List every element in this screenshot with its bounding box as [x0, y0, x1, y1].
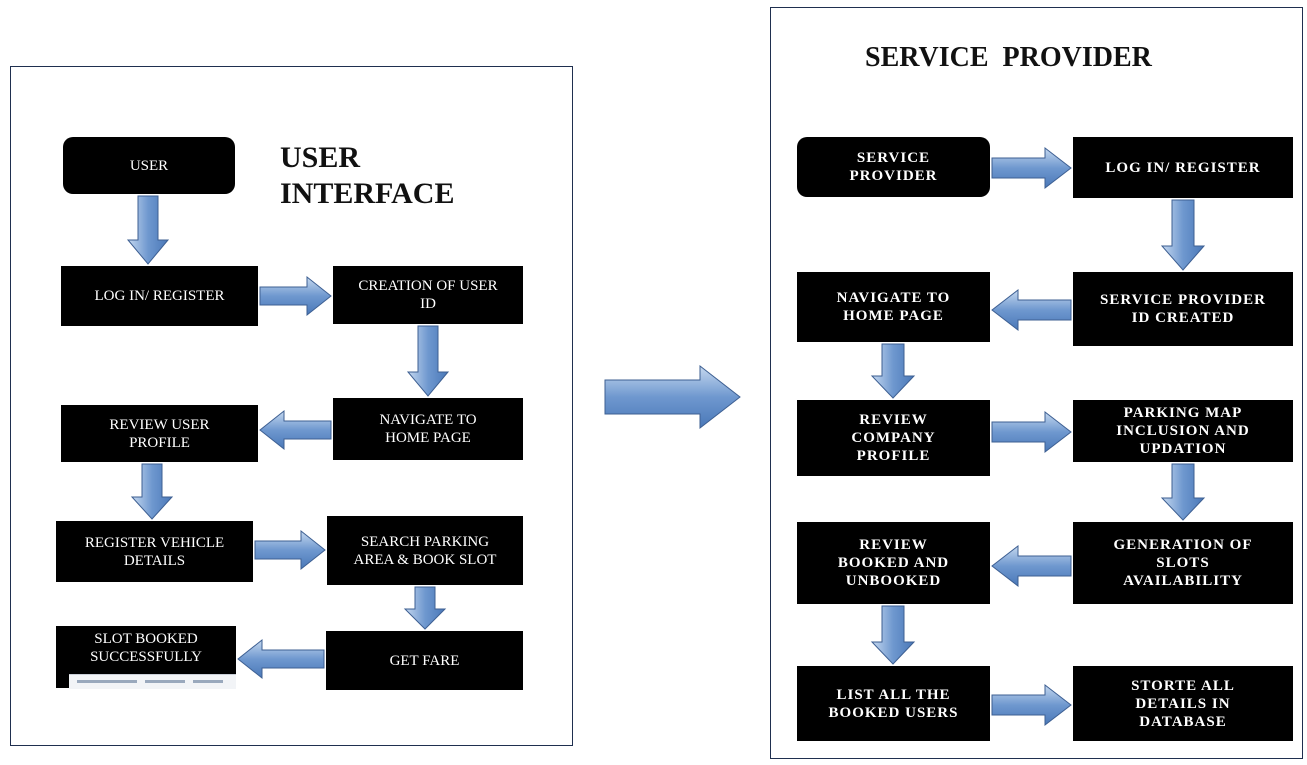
review-company-profile-box: REVIEW COMPANY PROFILE: [797, 400, 990, 476]
review-user-profile-box: REVIEW USER PROFILE: [61, 405, 258, 462]
user-interface-title: USER INTERFACE: [280, 141, 455, 210]
register-vehicle-details-box: REGISTER VEHICLE DETAILS: [56, 521, 253, 582]
provider-login-register-box: LOG IN/ REGISTER: [1073, 137, 1293, 198]
screenshot-strip: [69, 674, 236, 689]
service-provider-id-created-box: SERVICE PROVIDER ID CREATED: [1073, 272, 1293, 346]
generation-of-slots-box: GENERATION OF SLOTS AVAILABILITY: [1073, 522, 1293, 604]
get-fare-box: GET FARE: [326, 631, 523, 690]
user-login-register-box: LOG IN/ REGISTER: [61, 266, 258, 326]
arrow-user-to-provider: [604, 364, 741, 430]
store-details-database-box: STORTE ALL DETAILS IN DATABASE: [1073, 666, 1293, 741]
creation-of-user-id-box: CREATION OF USER ID: [333, 266, 523, 324]
service-provider-panel: [770, 7, 1303, 759]
search-parking-area-box: SEARCH PARKING AREA & BOOK SLOT: [327, 516, 523, 585]
list-booked-users-box: LIST ALL THE BOOKED USERS: [797, 666, 990, 741]
service-provider-box: SERVICE PROVIDER: [797, 137, 990, 197]
service-provider-title: SERVICE PROVIDER: [865, 42, 1152, 73]
parking-map-inclusion-box: PARKING MAP INCLUSION AND UPDATION: [1073, 400, 1293, 462]
provider-navigate-home-box: NAVIGATE TO HOME PAGE: [797, 272, 990, 342]
user-navigate-home-box: NAVIGATE TO HOME PAGE: [333, 398, 523, 460]
review-booked-unbooked-box: REVIEW BOOKED AND UNBOOKED: [797, 522, 990, 604]
user-box: USER: [63, 137, 235, 194]
